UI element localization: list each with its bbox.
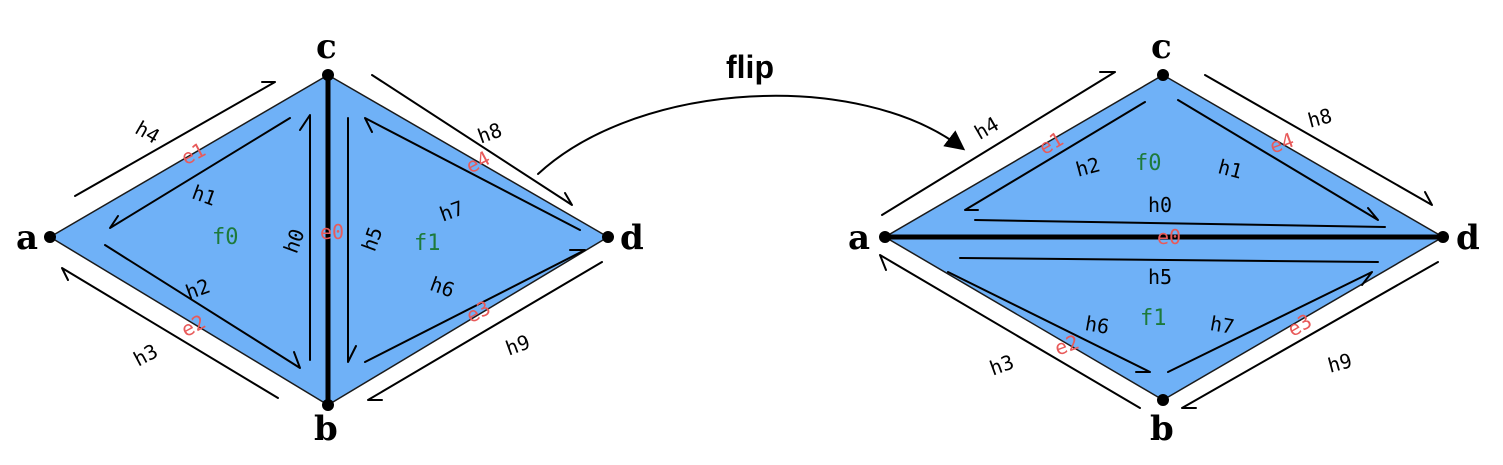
halfedge-h0-before [299,114,311,361]
halfedge-label-h4-before: h4 [131,116,164,149]
halfedge-h6-before [364,249,586,363]
mesh-after: a b c d e0 e1 e2 e3 e4 f0 f1 h0 h1 h2 h3… [848,27,1480,449]
mesh-before: a b c d e0 e1 e2 e3 e4 f0 f1 h0 h1 h2 h3… [16,27,644,449]
halfedge-label-h3-before: h3 [129,339,162,372]
halfedge-h9-before [367,261,603,401]
halfedge-h9-after [1181,261,1439,409]
halfedge-h5-before [347,117,357,363]
halfedge-h2-before [104,244,301,369]
flip-arrow [537,94,966,175]
halfedge-label-h8-after: h8 [1305,103,1334,132]
vertex-d-before [602,231,614,243]
vertex-label-a-before: a [16,218,38,258]
halfedge-h3-after [879,254,1141,409]
face-label-f1-after: f1 [1140,306,1167,331]
face-label-f1-before: f1 [414,231,441,256]
vertex-b-before [322,399,334,411]
vertex-label-d-after: d [1456,218,1480,258]
halfedge-h3-before [61,267,279,399]
halfedge-h6-after [947,271,1151,373]
vertex-label-b-before: b [314,409,338,449]
vertex-a-before [44,231,56,243]
halfedge-label-h6-after: h6 [1083,311,1111,339]
flip-operation: flip [537,49,966,175]
halfedge-h0-after [974,219,1386,228]
edge-label-e0-before: e0 [320,220,344,244]
vertex-label-a-after: a [848,218,870,258]
halfedge-h4-after [881,71,1116,216]
halfedge-label-h9-after: h9 [1325,348,1354,377]
vertex-label-d-before: d [620,218,644,258]
vertex-label-c-before: c [316,27,337,67]
vertex-b-after [1157,394,1169,406]
halfedge-label-h9-before: h9 [502,330,533,361]
vertex-c-before [322,69,334,81]
halfedge-label-h5-after: h5 [1148,265,1172,289]
halfedge-h1-before [109,117,291,229]
halfedge-label-h7-after: h7 [1208,311,1236,339]
edge-label-e0-after: e0 [1157,225,1181,249]
flip-label: flip [726,49,774,85]
vertex-d-after [1437,231,1449,243]
halfedge-h4-before [74,81,276,197]
halfedge-h8-after [1204,74,1433,206]
vertex-label-b-after: b [1150,409,1174,449]
face-label-f0-after: f0 [1135,151,1162,176]
halfedge-h5-after [959,257,1379,263]
halfedge-label-h3-after: h3 [986,350,1017,381]
halfedge-h1-after [1177,99,1379,221]
face-label-f0-before: f0 [212,225,239,250]
halfedge-label-h4-after: h4 [970,112,1003,145]
vertex-label-c-after: c [1151,27,1172,67]
halfedge-h2-after [964,101,1146,211]
vertex-c-after [1157,69,1169,81]
halfedge-h7-after [1167,271,1373,373]
halfedge-h8-before [371,74,573,206]
halfedge-label-h0-after: h0 [1148,193,1172,217]
vertex-a-after [879,231,891,243]
halfedge-h7-before [364,117,581,231]
